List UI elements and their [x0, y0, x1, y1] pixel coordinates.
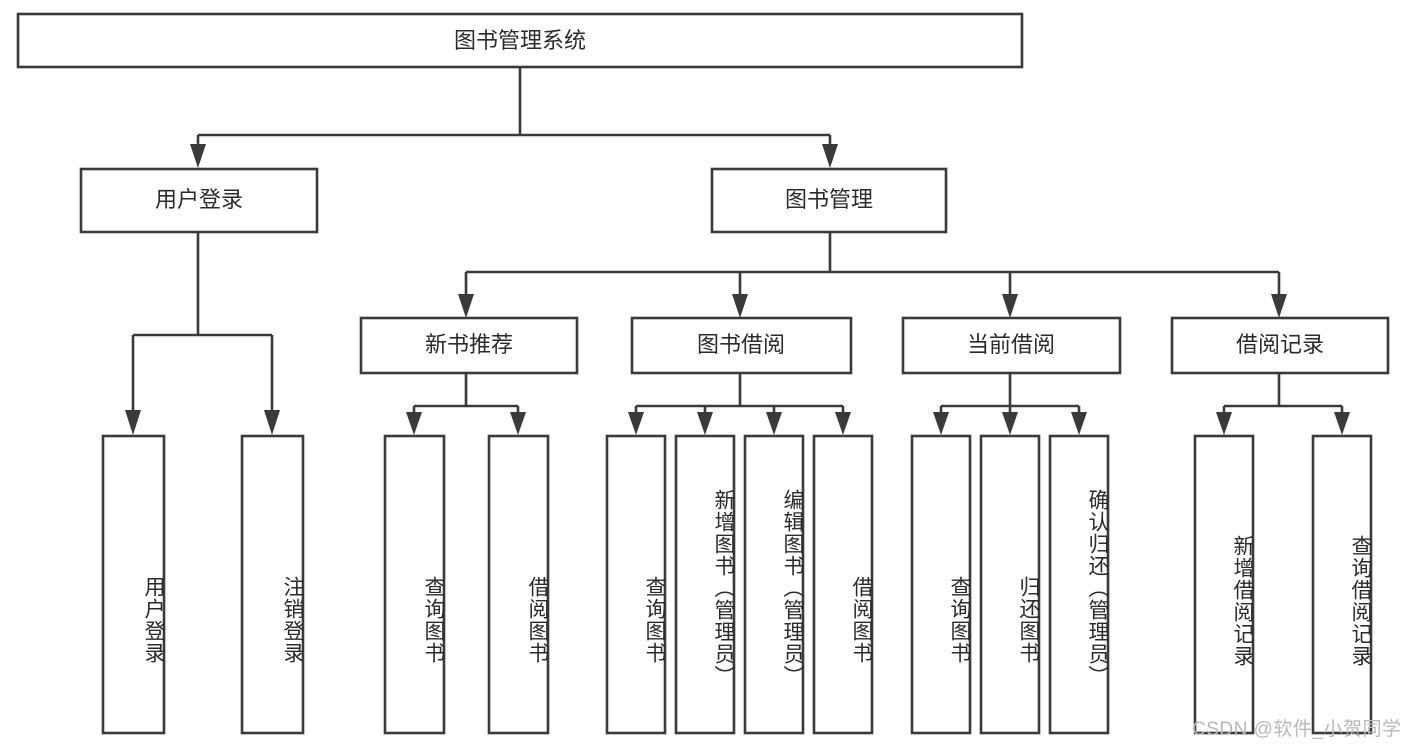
node-leaf-query-record-box[interactable]: [1311, 434, 1373, 735]
arrow-head-book-borrow: [732, 294, 748, 318]
connector-group-current-borrow: [933, 373, 1087, 435]
connector-group-new-book-recommend: [406, 373, 526, 435]
arrow-head-leaf-borrow-book-2: [835, 412, 851, 435]
arrow-head-leaf-edit-book: [766, 412, 782, 435]
connector-group-borrow-record: [1216, 373, 1350, 435]
node-root-label: 图书管理系统: [454, 28, 586, 53]
node-current-borrow[interactable]: 当前借阅: [901, 316, 1122, 375]
node-leaf-query-book-2-box[interactable]: [605, 434, 667, 735]
node-book-borrow[interactable]: 图书借阅: [630, 316, 853, 375]
arrow-head-leaf-query-book-2: [628, 412, 644, 435]
arrow-head-borrow-record: [1271, 294, 1287, 318]
node-user-login[interactable]: 用户登录: [79, 167, 319, 234]
node-borrow-record-box[interactable]: [1170, 316, 1390, 375]
node-borrow-record[interactable]: 借阅记录: [1170, 316, 1390, 375]
node-book-manage-box[interactable]: [710, 167, 948, 234]
connector-group-user-login: [125, 232, 280, 435]
node-user-login-label: 用户登录: [155, 187, 243, 212]
arrow-head-leaf-borrow-book-1: [510, 412, 526, 435]
node-user-login-box[interactable]: [79, 167, 319, 234]
connector-group-root: [190, 67, 838, 168]
node-leaf-confirm-return-box[interactable]: [1048, 434, 1110, 735]
arrow-head-new-book-recommend: [458, 294, 474, 318]
arrow-head-leaf-confirm-return: [1071, 412, 1087, 435]
arrow-head-current-borrow: [1002, 294, 1018, 318]
connector-group-book-borrow: [628, 373, 851, 435]
node-leaf-user-login-box[interactable]: [101, 434, 166, 735]
node-book-manage[interactable]: 图书管理: [710, 167, 948, 234]
node-new-book-recommend[interactable]: 新书推荐: [359, 316, 579, 375]
csdn-watermark: CSDN @软件_小贺同学: [1192, 719, 1402, 740]
node-current-borrow-box[interactable]: [901, 316, 1122, 375]
node-book-borrow-box[interactable]: [630, 316, 853, 375]
node-borrow-record-label: 借阅记录: [1236, 332, 1324, 357]
arrow-head-leaf-add-record: [1216, 412, 1232, 435]
node-leaf-add-book-box[interactable]: [674, 434, 736, 735]
node-book-borrow-label: 图书借阅: [697, 332, 785, 357]
node-root-box[interactable]: [16, 12, 1024, 69]
node-leaf-return-book-box[interactable]: [979, 434, 1041, 735]
node-book-manage-label: 图书管理: [785, 187, 873, 212]
arrow-head-user-login: [190, 144, 206, 168]
node-leaf-borrow-book-1-box[interactable]: [487, 434, 550, 735]
node-new-book-recommend-box[interactable]: [359, 316, 579, 375]
node-root[interactable]: 图书管理系统: [16, 12, 1024, 69]
arrow-head-leaf-query-record: [1334, 412, 1350, 435]
node-leaf-borrow-book-2-box[interactable]: [812, 434, 874, 735]
arrow-head-leaf-add-book: [697, 412, 713, 435]
arrow-head-leaf-query-book-1: [406, 412, 422, 435]
node-leaf-query-book-3-box[interactable]: [910, 434, 972, 735]
arrow-head-leaf-return-book: [1002, 412, 1018, 435]
arrow-head-book-manage: [822, 144, 838, 168]
node-new-book-recommend-label: 新书推荐: [425, 332, 513, 357]
arrow-head-leaf-logout: [264, 410, 280, 435]
node-leaf-edit-book-box[interactable]: [743, 434, 805, 735]
node-leaf-add-record-box[interactable]: [1193, 434, 1255, 735]
arrow-head-leaf-user-login: [125, 410, 141, 435]
arrow-head-leaf-query-book-3: [933, 412, 949, 435]
connector-group-book-manage: [458, 232, 1287, 318]
node-leaf-query-book-1-box[interactable]: [383, 434, 446, 735]
node-leaf-logout-box[interactable]: [240, 434, 305, 735]
node-current-borrow-label: 当前借阅: [967, 332, 1055, 357]
